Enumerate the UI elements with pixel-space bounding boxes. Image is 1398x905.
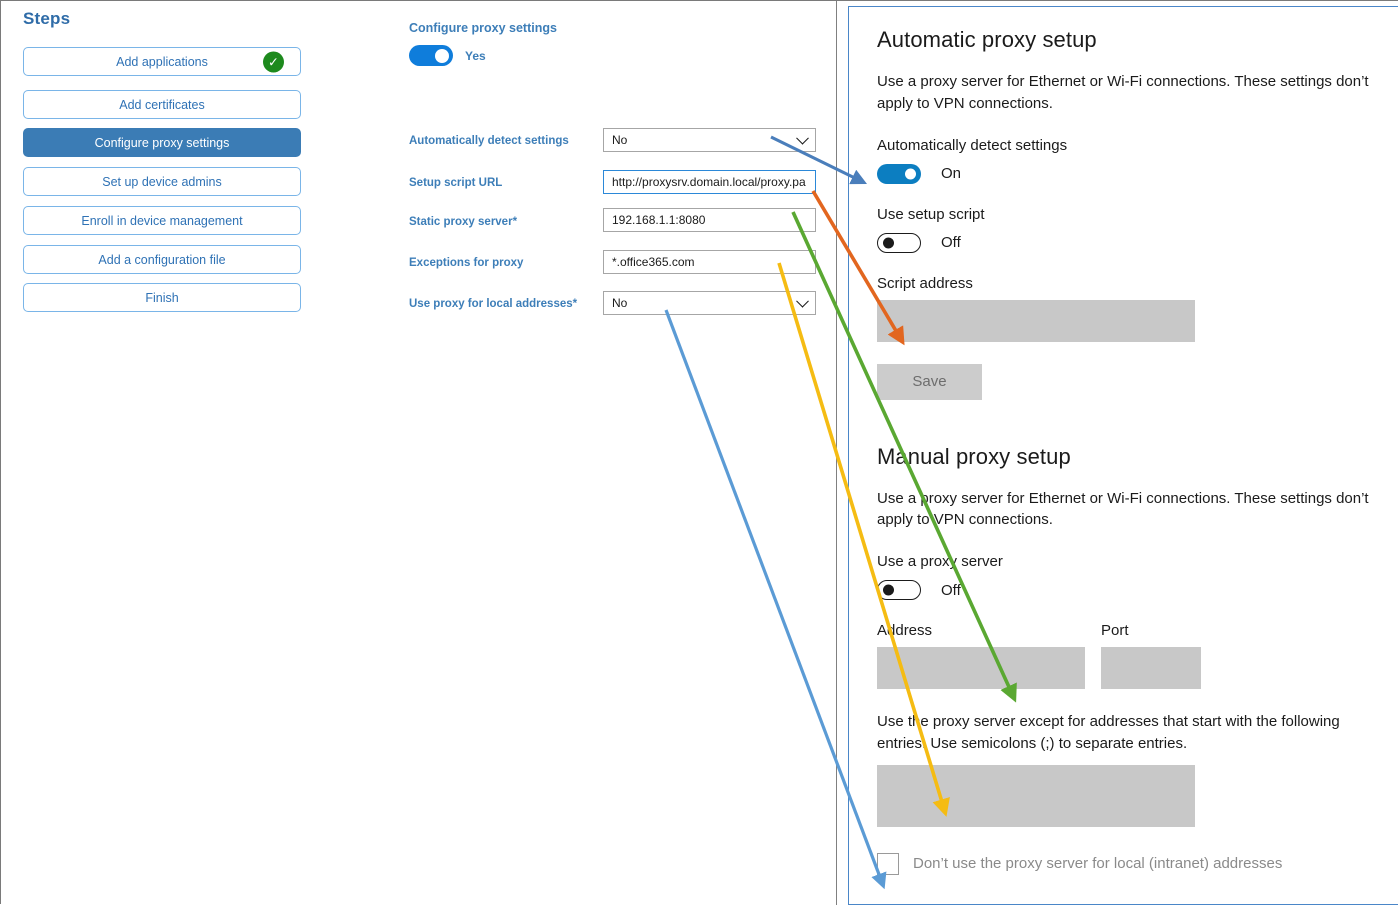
step-label: Finish	[145, 290, 179, 305]
label-automatically-detect-settings: Automatically detect settings	[409, 135, 569, 147]
automatic-proxy-setup-heading: Automatic proxy setup	[877, 27, 1097, 52]
chevron-down-icon	[796, 131, 809, 145]
form-title: Configure proxy settings	[409, 21, 557, 35]
input-value: 192.168.1.1:8080	[612, 213, 706, 227]
label-text: Exceptions for proxy	[409, 257, 524, 269]
automatically-detect-settings-state: On	[941, 165, 962, 182]
save-button[interactable]: Save	[877, 363, 982, 400]
proxy-form-panel: Configure proxy settings Yes Automatical…	[331, 1, 836, 905]
input-value: *.office365.com	[612, 255, 695, 269]
step-item-enroll-in-device-management[interactable]: Enroll in device management	[23, 206, 301, 235]
label-exceptions-for-proxy: Exceptions for proxy	[409, 257, 523, 269]
local-addresses-checkbox-label: Don’t use the proxy server for local (in…	[913, 855, 1283, 872]
windows-proxy-settings-panel: Automatic proxy setup Use a proxy server…	[848, 6, 1398, 905]
step-item-add-a-configuration-file[interactable]: Add a configuration file	[23, 245, 301, 274]
local-addresses-checkbox-row: Don’t use the proxy server for local (in…	[877, 852, 1397, 875]
checkbox-icon[interactable]	[877, 852, 899, 875]
select-use-proxy-for-local-addresses[interactable]: No	[603, 291, 816, 315]
port-label: Port	[1101, 622, 1129, 639]
required-marker: *	[512, 216, 518, 228]
automatic-proxy-setup-description: Use a proxy server for Ethernet or Wi-Fi…	[877, 73, 1369, 112]
use-a-proxy-server-state: Off	[941, 581, 961, 599]
step-label: Add applications	[116, 54, 208, 69]
label-setup-script-url: Setup script URL	[409, 177, 502, 189]
exceptions-description: Use the proxy server except for addresse…	[877, 713, 1340, 752]
label-text: Setup script URL	[409, 177, 503, 189]
automatically-detect-settings-toggle[interactable]	[877, 163, 921, 184]
input-static-proxy-server[interactable]: 192.168.1.1:8080	[603, 208, 816, 232]
configure-proxy-toggle-row: Yes	[409, 45, 486, 66]
input-setup-script-url[interactable]: http://proxysrv.domain.local/proxy.pa	[603, 170, 816, 194]
label-use-proxy-for-local-addresses: Use proxy for local addresses*	[409, 298, 577, 310]
steps-panel: Steps Add applications ✓ Add certificate…	[1, 1, 331, 905]
use-a-proxy-server-row: Off	[877, 580, 1397, 600]
toggle-knob-icon	[883, 237, 894, 248]
manual-proxy-setup-description: Use a proxy server for Ethernet or Wi-Fi…	[877, 489, 1369, 529]
panel-divider	[836, 1, 837, 905]
step-item-add-applications[interactable]: Add applications ✓	[23, 47, 301, 76]
toggle-knob-icon	[883, 584, 894, 596]
step-label: Configure proxy settings	[94, 135, 230, 150]
input-value: http://proxysrv.domain.local/proxy.pa	[612, 175, 806, 189]
script-address-label: Script address	[877, 274, 973, 292]
steps-panel-title: Steps	[23, 9, 71, 28]
input-exceptions-for-proxy[interactable]: *.office365.com	[603, 250, 816, 274]
use-a-proxy-server-toggle[interactable]	[877, 580, 921, 600]
use-setup-script-label: Use setup script	[877, 205, 985, 223]
step-label: Add a configuration file	[98, 252, 226, 267]
toggle-knob-icon	[435, 48, 449, 63]
automatically-detect-settings-label: Automatically detect settings	[877, 136, 1068, 154]
manual-proxy-setup-heading: Manual proxy setup	[877, 443, 1071, 469]
automatically-detect-settings-row: On	[877, 163, 1397, 184]
step-item-add-certificates[interactable]: Add certificates	[23, 90, 301, 119]
label-text: Static proxy server	[409, 216, 513, 228]
select-value: No	[612, 296, 628, 310]
check-circle-icon: ✓	[263, 51, 284, 72]
exceptions-input[interactable]	[877, 764, 1195, 827]
label-static-proxy-server: Static proxy server*	[409, 216, 517, 228]
configure-proxy-toggle-label: Yes	[465, 48, 486, 63]
use-a-proxy-server-label: Use a proxy server	[877, 553, 1003, 570]
select-automatically-detect-settings[interactable]: No	[603, 128, 816, 152]
chevron-down-icon	[796, 294, 809, 308]
step-item-configure-proxy-settings[interactable]: Configure proxy settings	[23, 128, 301, 157]
step-label: Add certificates	[119, 97, 205, 112]
configure-proxy-toggle[interactable]	[409, 45, 453, 66]
use-setup-script-row: Off	[877, 232, 1397, 253]
step-label: Set up device admins	[102, 174, 222, 189]
step-label: Enroll in device management	[81, 213, 243, 228]
label-text: Automatically detect settings	[409, 135, 569, 147]
step-item-set-up-device-admins[interactable]: Set up device admins	[23, 167, 301, 196]
port-input[interactable]	[1101, 647, 1201, 689]
label-text: Use proxy for local addresses	[409, 298, 573, 310]
step-item-finish[interactable]: Finish	[23, 283, 301, 312]
select-value: No	[612, 133, 628, 147]
address-label: Address	[877, 622, 933, 639]
script-address-input[interactable]	[877, 299, 1195, 342]
address-input[interactable]	[877, 647, 1085, 689]
toggle-knob-icon	[905, 168, 916, 179]
required-marker: *	[572, 298, 578, 310]
use-setup-script-state: Off	[941, 234, 961, 251]
use-setup-script-toggle[interactable]	[877, 232, 921, 253]
